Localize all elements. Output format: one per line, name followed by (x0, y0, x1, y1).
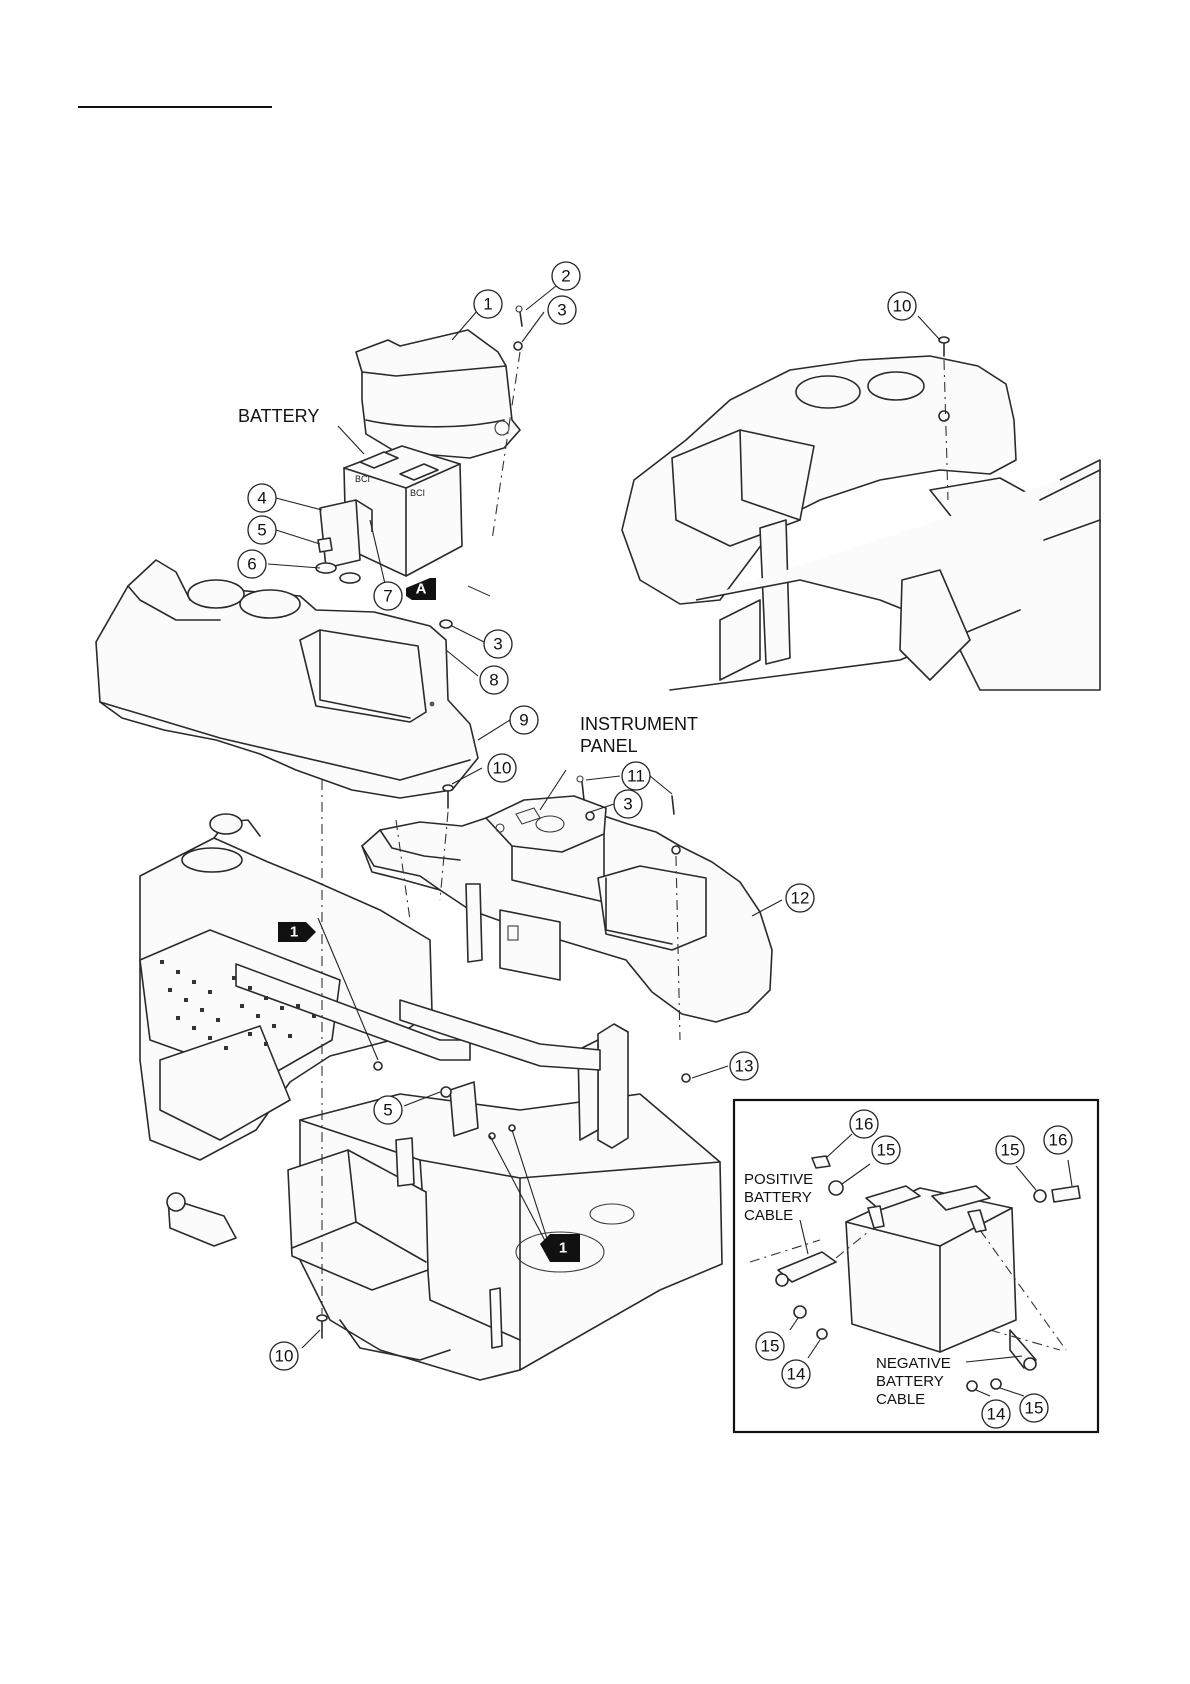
svg-text:1: 1 (483, 295, 492, 314)
callout-6: 6 (238, 550, 266, 578)
callout-5-bottom: 5 (374, 1096, 402, 1124)
callout-13: 13 (730, 1052, 758, 1080)
callout-14-negative: 14 (982, 1400, 1010, 1428)
svg-text:10: 10 (493, 759, 512, 778)
positive-cable-label-line3: CABLE (744, 1207, 793, 1224)
callout-11: 11 (622, 762, 650, 790)
callout-3-mid: 3 (484, 630, 512, 658)
svg-text:16: 16 (855, 1115, 874, 1134)
svg-text:15: 15 (1001, 1141, 1020, 1160)
callout-3-panel: 3 (614, 790, 642, 818)
svg-text:4: 4 (257, 489, 266, 508)
callout-8: 8 (480, 666, 508, 694)
svg-text:3: 3 (493, 635, 502, 654)
callout-15-negative-top: 15 (996, 1136, 1024, 1164)
instrument-panel-label-line2: PANEL (580, 736, 638, 756)
svg-text:3: 3 (557, 301, 566, 320)
flag-1-bottom-text: 1 (559, 1240, 567, 1257)
positive-cable-label-line2: BATTERY (744, 1189, 812, 1206)
callout-10-detail: 10 (888, 292, 916, 320)
callout-15-positive-top: 15 (872, 1136, 900, 1164)
svg-text:11: 11 (627, 767, 645, 786)
svg-text:13: 13 (735, 1057, 754, 1076)
svg-text:6: 6 (247, 555, 256, 574)
svg-text:8: 8 (489, 671, 498, 690)
svg-text:14: 14 (987, 1405, 1006, 1424)
battery-cover (356, 330, 520, 458)
svg-text:9: 9 (519, 711, 528, 730)
detail-console-on-frame (622, 337, 1100, 690)
callout-14-positive: 14 (782, 1360, 810, 1388)
callout-1: 1 (474, 290, 502, 318)
svg-text:14: 14 (787, 1365, 806, 1384)
svg-text:10: 10 (893, 297, 912, 316)
svg-text:5: 5 (383, 1101, 392, 1120)
callout-10-mid: 10 (488, 754, 516, 782)
positive-cable-label-line1: POSITIVE (744, 1171, 813, 1188)
callout-15-negative-bottom: 15 (1020, 1394, 1048, 1422)
svg-text:2: 2 (561, 267, 570, 286)
callout-12: 12 (786, 884, 814, 912)
callout-16-positive: 16 (850, 1110, 878, 1138)
callout-7: 7 (374, 582, 402, 610)
svg-text:3: 3 (623, 795, 632, 814)
svg-text:10: 10 (275, 1347, 294, 1366)
callout-16-negative: 16 (1044, 1126, 1072, 1154)
callout-4: 4 (248, 484, 276, 512)
instrument-panel-label-line1: INSTRUMENT (580, 714, 698, 734)
battery-terminal-mark-left: BCI (355, 474, 370, 484)
svg-text:15: 15 (761, 1337, 780, 1356)
callout-9: 9 (510, 706, 538, 734)
svg-text:12: 12 (791, 889, 810, 908)
callout-15-positive-bottom: 15 (756, 1332, 784, 1360)
negative-cable-label-line3: CABLE (876, 1391, 925, 1408)
callout-2: 2 (552, 262, 580, 290)
negative-cable-label-line2: BATTERY (876, 1373, 944, 1390)
callout-10-bottom: 10 (270, 1342, 298, 1370)
flag-a: A (406, 578, 436, 600)
battery-label: BATTERY (238, 406, 319, 426)
svg-text:5: 5 (257, 521, 266, 540)
svg-text:7: 7 (383, 587, 392, 606)
svg-text:15: 15 (877, 1141, 896, 1160)
callout-5-top: 5 (248, 516, 276, 544)
svg-text:15: 15 (1025, 1399, 1044, 1418)
battery-terminal-mark-right: BCI (410, 488, 425, 498)
flag-1-top-text: 1 (290, 924, 298, 941)
flag-a-text: A (416, 581, 427, 598)
callout-3-top: 3 (548, 296, 576, 324)
negative-cable-label-line1: NEGATIVE (876, 1355, 951, 1372)
svg-text:16: 16 (1049, 1131, 1068, 1150)
